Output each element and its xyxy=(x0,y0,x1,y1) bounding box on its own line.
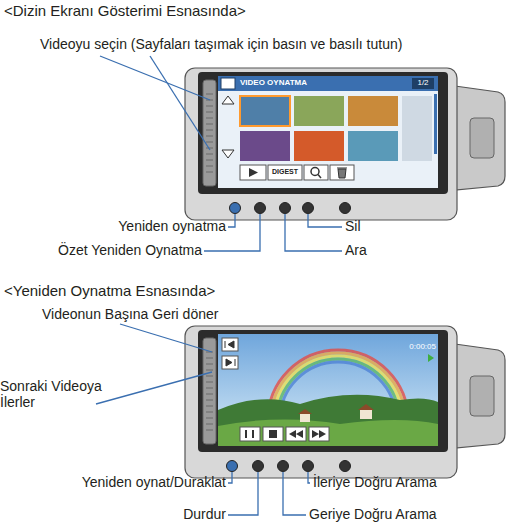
leader-line xyxy=(150,56,210,150)
callout-text: Videonun Başına Geri döner xyxy=(42,306,302,322)
house xyxy=(360,410,372,419)
scroll-bar xyxy=(434,94,437,154)
search-key xyxy=(304,165,328,180)
operation-button xyxy=(340,461,351,472)
leader-line xyxy=(100,56,210,100)
next-icon xyxy=(226,359,235,366)
operation-button xyxy=(303,461,314,472)
forward-icon xyxy=(312,430,326,438)
lcd-housing xyxy=(185,68,457,220)
callout-text: İleriye Doğru Arama xyxy=(313,474,503,490)
lcd-bezel xyxy=(198,330,448,452)
hills xyxy=(218,395,438,446)
hinge xyxy=(470,376,494,416)
digest-key xyxy=(268,165,302,180)
delete-key xyxy=(330,165,354,180)
lcd-bezel xyxy=(198,72,448,194)
scroll-up-icon xyxy=(222,96,234,104)
callout-text: Geriye Doğru Arama xyxy=(309,506,503,522)
page-box xyxy=(412,78,434,89)
timecode: 0:00:05 xyxy=(390,342,436,351)
callout-text: Sonraki Videoya İlerler xyxy=(0,378,120,410)
screen-header-bar xyxy=(218,76,438,91)
camera-body xyxy=(455,344,505,448)
touch-slider xyxy=(203,80,216,186)
operation-button xyxy=(253,461,264,472)
thumbnail xyxy=(294,96,344,126)
operation-button xyxy=(280,203,291,214)
roof xyxy=(298,409,312,414)
lcd-screen xyxy=(218,76,438,188)
leader-line xyxy=(308,472,310,483)
operation-button xyxy=(340,203,351,214)
play-status-icon xyxy=(428,354,434,362)
camera-two xyxy=(185,326,505,478)
thumbnail xyxy=(294,131,344,161)
pause-key xyxy=(240,427,260,441)
callout-text: Videoyu seçin (Sayfaları taşımak için ba… xyxy=(40,36,506,52)
page-number: 1/2 xyxy=(412,78,434,87)
play-key xyxy=(240,165,266,180)
slider-ridges xyxy=(206,94,213,172)
hinge xyxy=(470,118,494,158)
thumbnail xyxy=(348,96,398,126)
rewind-key xyxy=(286,427,306,441)
callout-text: Ara xyxy=(345,242,445,258)
leader-line xyxy=(308,214,342,227)
operation-button xyxy=(255,203,266,214)
pause-icon xyxy=(246,430,253,438)
thumbnail-partial xyxy=(402,96,432,161)
prev-icon xyxy=(225,341,234,348)
leader-line xyxy=(96,372,212,404)
callout-text: Durdur xyxy=(120,506,226,522)
screen-title: VIDEO OYNATMA xyxy=(240,78,390,87)
search-icon xyxy=(318,175,321,179)
callout-text: Özet Yeniden Oynatma xyxy=(20,242,202,258)
leader-line xyxy=(228,214,235,227)
operation-button xyxy=(278,461,289,472)
stop-icon xyxy=(269,430,277,438)
stop-key xyxy=(263,427,283,441)
callout-text: Sil xyxy=(345,218,445,234)
forward-key xyxy=(309,427,329,441)
mode-icon xyxy=(221,78,235,89)
operation-button xyxy=(227,461,238,472)
roof xyxy=(358,404,374,410)
thumbnail xyxy=(240,131,290,161)
section-heading: <Yeniden Oynatma Esnasında> xyxy=(4,282,334,299)
landscape-scene xyxy=(218,334,438,446)
play-icon xyxy=(249,168,258,177)
trash-icon xyxy=(337,168,347,178)
leader-line xyxy=(283,472,306,515)
meadow xyxy=(218,419,438,446)
leader-line xyxy=(228,472,232,483)
lcd-housing xyxy=(185,326,457,478)
leader-line xyxy=(228,472,258,515)
search-icon xyxy=(311,168,319,176)
callout-text: Yeniden oynat/Duraklat xyxy=(40,474,226,490)
leader-line xyxy=(120,324,212,352)
leader-line xyxy=(285,214,342,251)
touch-slider xyxy=(203,338,216,444)
camera-body xyxy=(455,86,505,190)
section-heading: <Dizin Ekranı Gösterimi Esnasında> xyxy=(4,2,334,19)
rewind-icon xyxy=(289,430,303,438)
scroll-down-icon xyxy=(222,150,234,158)
thumbnail xyxy=(348,131,398,161)
prev-key xyxy=(222,338,238,351)
operation-button xyxy=(230,203,241,214)
callout-text: Yeniden oynatma xyxy=(90,218,226,234)
house xyxy=(300,414,310,422)
operation-button xyxy=(303,203,314,214)
camera-one xyxy=(185,68,505,220)
key-label: DIGEST xyxy=(268,168,302,176)
slider-ridges xyxy=(206,352,213,430)
thumbnail xyxy=(240,96,290,126)
next-key xyxy=(222,356,238,369)
sky xyxy=(218,334,438,446)
